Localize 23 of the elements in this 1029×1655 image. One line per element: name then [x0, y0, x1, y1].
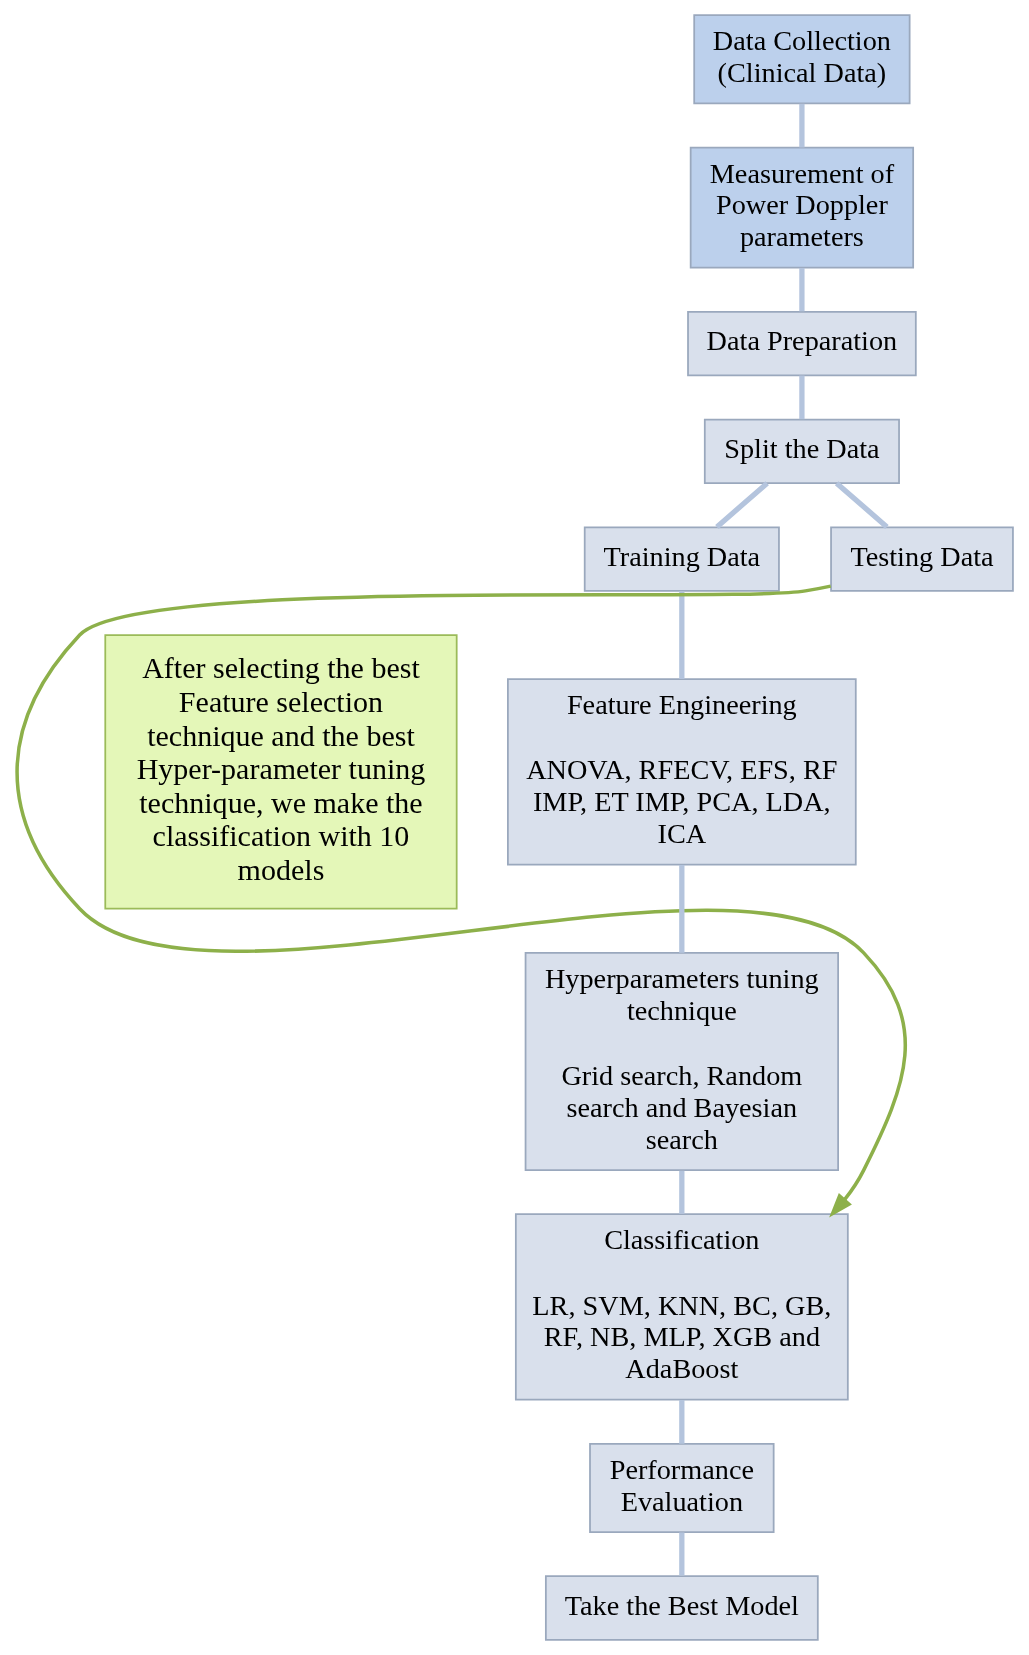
node-box: Hyperparameters tuning technique Grid search, Random search and Bayesian search — [524, 952, 839, 1171]
node-box: Take the Best Model — [544, 1575, 819, 1641]
connector — [678, 1532, 684, 1576]
node-box: Split the Data — [703, 418, 900, 485]
connector — [714, 481, 769, 529]
connector — [678, 1170, 684, 1214]
node-box: Testing Data — [829, 526, 1014, 592]
connector — [834, 481, 889, 529]
connector — [798, 267, 805, 312]
arrow — [15, 584, 907, 1218]
node-box: Measurement of Power Doppler parameters — [689, 146, 914, 269]
node-box: Performance Evaluation — [588, 1442, 775, 1533]
node-box: Classification LR, SVM, KNN, BC, GB, RF, NB, MLP, XGB and AdaBoost — [514, 1213, 849, 1401]
connector — [798, 375, 805, 420]
connector — [678, 1400, 684, 1444]
node-box: After selecting the best Feature selection technique and the best Hyper-parameter tuning technique, we make the classification with 10 models — [103, 634, 458, 910]
node-box: Data Preparation — [686, 310, 917, 377]
connector — [798, 103, 805, 148]
node-box: Training Data — [583, 526, 780, 592]
node-box: Data Collection (Clinical Data) — [692, 14, 910, 105]
connector — [678, 864, 684, 953]
connector — [678, 591, 684, 679]
node-box: Feature Engineering ANOVA, RFECV, EFS, RF IMP, ET IMP, PCA, LDA, ICA — [506, 678, 857, 866]
